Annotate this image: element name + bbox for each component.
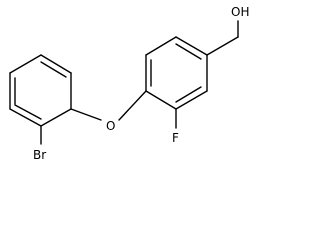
bond [118, 90, 147, 121]
fluorophenyl-ring [145, 36, 208, 110]
bond [145, 90, 177, 110]
bond [175, 36, 208, 56]
bond [40, 54, 72, 74]
ch2-bond [206, 36, 239, 56]
structure-diagram: OH O F Br [9, 5, 249, 162]
double-bond-inner [40, 61, 67, 78]
hydroxyl-label: OH [231, 5, 249, 19]
bond [175, 90, 208, 110]
ether-linkage [70, 90, 147, 121]
bond [9, 54, 42, 74]
bond [70, 108, 102, 121]
bond [145, 36, 177, 56]
bromophenyl-ring [9, 54, 72, 127]
double-bond-inner [175, 43, 202, 60]
bond [9, 108, 42, 127]
double-bond-inner [175, 86, 202, 103]
ether-oxygen-label: O [106, 119, 115, 133]
bond [40, 108, 72, 127]
fluorine-label: F [172, 131, 179, 145]
bromine-label: Br [33, 148, 46, 162]
double-bond-inner [14, 104, 42, 120]
